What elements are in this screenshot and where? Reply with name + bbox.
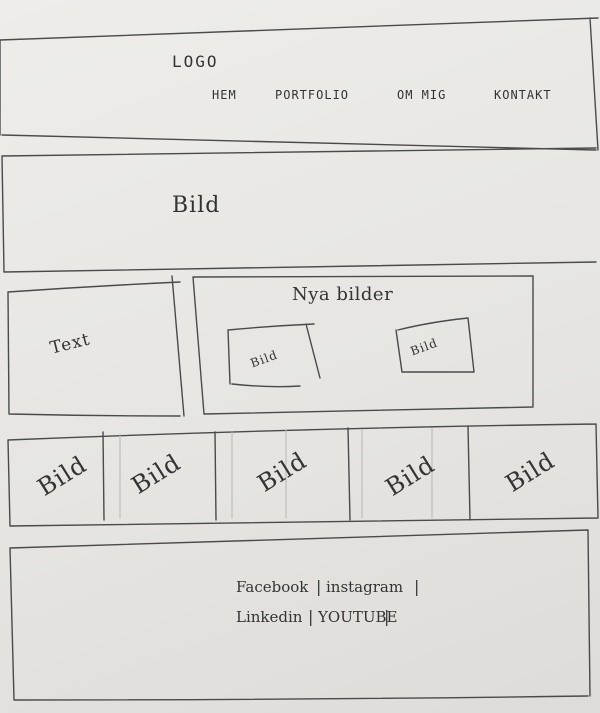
footer-outline [9, 529, 591, 701]
small-image-2-outline [395, 317, 475, 373]
nav-link-kontakt[interactable]: KONTAKT [494, 88, 552, 102]
new-images-title: Nya bilder [292, 284, 394, 305]
gallery-outline [7, 423, 599, 527]
logo[interactable]: LOGO [172, 52, 219, 71]
text-box-outline [7, 275, 185, 417]
social-link-facebook[interactable]: Facebook [236, 578, 309, 596]
nav-link-portfolio[interactable]: PORTFOLIO [275, 88, 350, 102]
nav-link-om-mig[interactable]: OM MIG [397, 88, 447, 102]
nav-link-hem[interactable]: HEM [212, 88, 237, 102]
link-separator: | [414, 577, 420, 596]
social-link-youtube[interactable]: YOUTUBE [318, 608, 398, 626]
header-outline [0, 17, 599, 151]
link-separator: | [316, 577, 322, 596]
new-images-outline [192, 275, 534, 415]
social-link-instagram[interactable]: instagram [326, 578, 404, 596]
link-separator: | [308, 607, 314, 626]
social-link-linkedin[interactable]: Linkedin [236, 608, 303, 626]
hero-outline [1, 147, 597, 273]
hero-image-placeholder: Bild [172, 193, 221, 218]
link-separator: | [384, 607, 390, 626]
small-image-1-outline [227, 323, 321, 388]
